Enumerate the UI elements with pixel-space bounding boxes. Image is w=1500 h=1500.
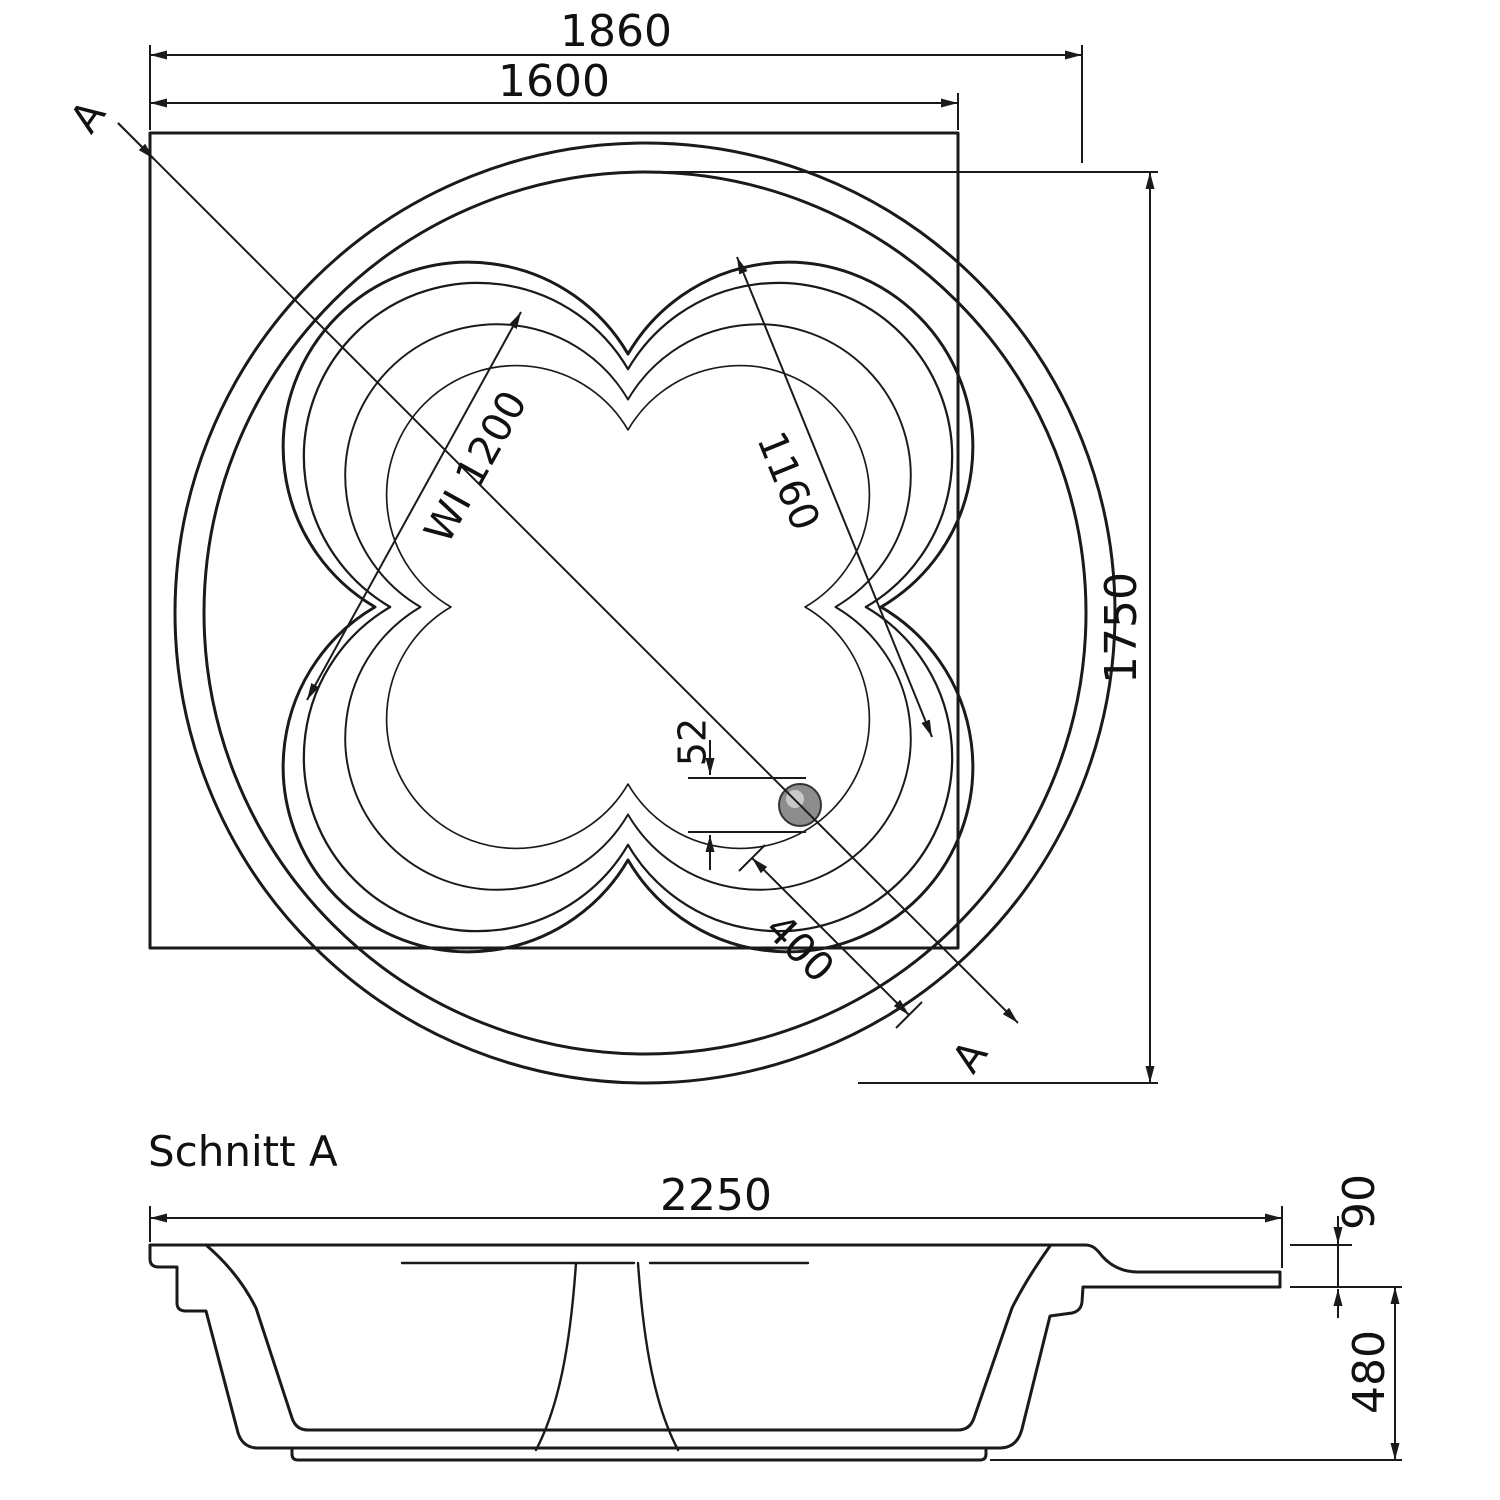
dim-diagonal-width-label: WI 1200	[416, 383, 537, 550]
section-inner-wall	[204, 1243, 1052, 1432]
tub-rim-inner-circle	[202, 170, 1088, 1056]
section-marker-a-top: A	[62, 92, 116, 141]
basin-contour-3	[344, 323, 912, 891]
basin-contour-inner	[385, 364, 871, 850]
section-line-a	[117, 122, 1019, 1024]
section-funnel-right	[636, 1261, 680, 1452]
dim-total-width: 2250	[149, 1170, 1283, 1268]
dim-basin-diagonal-label: 1160	[747, 425, 828, 537]
dim-overall-width: 1860	[149, 6, 1083, 163]
dim-overall-height: 1750	[655, 171, 1158, 1084]
dim-diagonal-width-line	[306, 311, 522, 701]
dim-overall-width-label: 1860	[560, 6, 672, 57]
section-line-a-start-arrow	[117, 122, 155, 160]
dim-rim-height-label: 90	[1334, 1174, 1385, 1230]
section-title: Schnitt A	[148, 1127, 338, 1176]
top-view: A A 1860 1600 1750 WI 1200	[62, 6, 1158, 1085]
dim-rim-height: 90	[1290, 1174, 1402, 1318]
section-marker-a-bottom: A	[944, 1032, 998, 1081]
section-view: Schnitt A 2250 90	[148, 1127, 1402, 1462]
dim-drain-distance-label: 400	[756, 905, 843, 992]
dim-body-depth-label: 480	[1344, 1330, 1395, 1414]
basin-contour-2	[302, 281, 954, 933]
dim-inner-width-label: 1600	[498, 56, 610, 107]
dim-drain-distance-line	[751, 857, 910, 1016]
dim-overall-height-label: 1750	[1096, 572, 1147, 684]
dim-drain-offset: 52	[671, 718, 806, 870]
dim-basin-diagonal: 1160	[736, 256, 933, 738]
section-funnel-left	[534, 1261, 578, 1452]
dim-body-depth: 480	[990, 1287, 1402, 1461]
section-outer-shell	[148, 1243, 1282, 1450]
tub-rim-outer-circle	[173, 141, 1117, 1085]
dim-inner-width: 1600	[150, 56, 959, 130]
basin-contour-outer	[281, 260, 975, 954]
carrier-panel-outline	[148, 131, 960, 950]
dim-drain-offset-label: 52	[671, 718, 715, 766]
dim-basin-diagonal-line	[736, 256, 933, 738]
section-plinth	[290, 1446, 988, 1462]
dim-total-width-label: 2250	[660, 1170, 772, 1221]
